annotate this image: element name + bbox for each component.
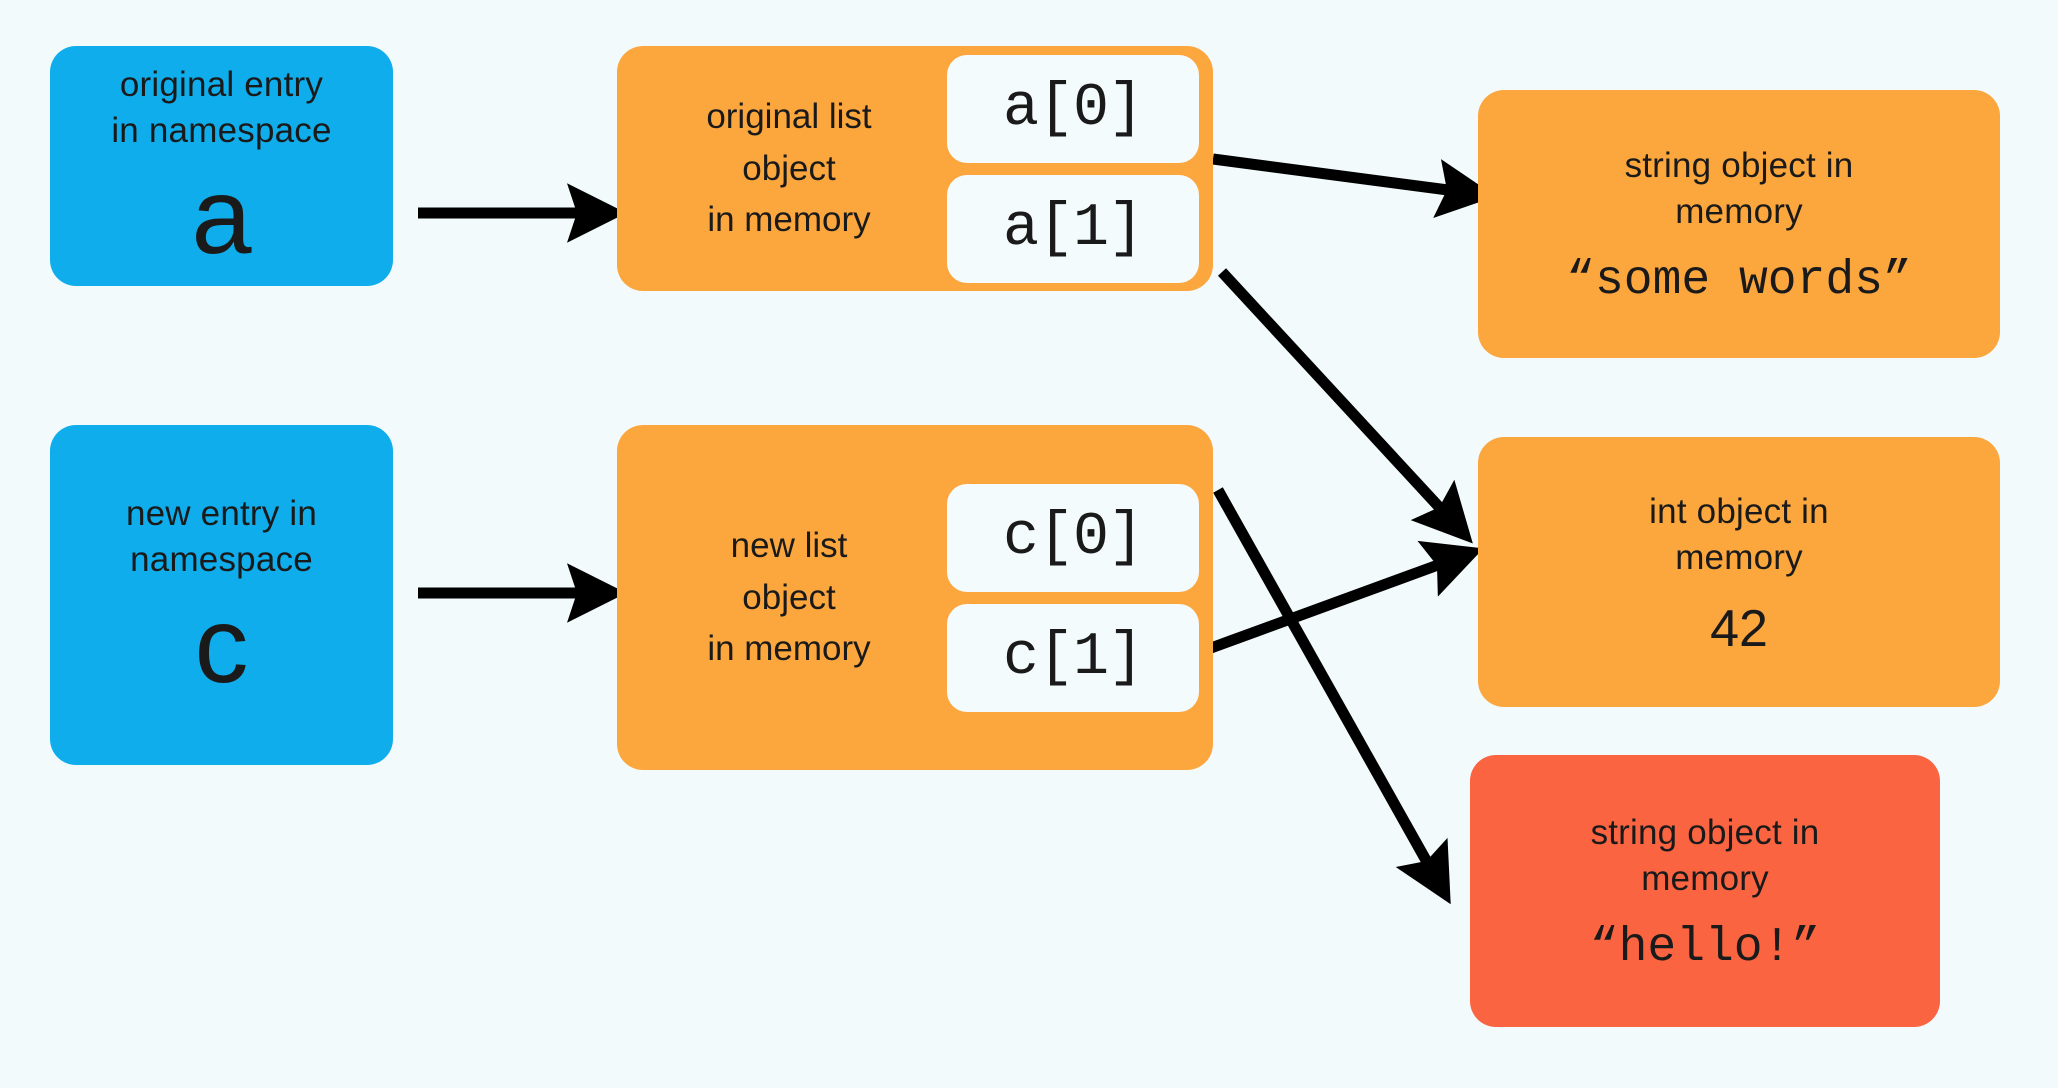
string-object-some-words-caption: string object in memory (1624, 145, 1854, 231)
original-list-object-label: original list object in memory (706, 96, 872, 240)
int-object-42[interactable]: int object in memory 42 (1478, 437, 2000, 707)
namespace-entry-c-variable: c (194, 584, 249, 706)
new-list-object-label: new list object in memory (707, 525, 871, 669)
int-object-42-caption: int object in memory (1649, 491, 1829, 577)
int-object-42-value: 42 (1710, 600, 1768, 659)
string-object-hello-caption: string object in memory (1590, 812, 1820, 898)
namespace-entry-a[interactable]: original entry in namespace a (50, 46, 393, 286)
arrow-c0-to-string-hello (1213, 487, 1451, 905)
original-list-object-slots: a[0] a[1] (947, 54, 1213, 283)
slot-c1[interactable]: c[1] (947, 603, 1199, 712)
namespace-entry-a-caption: original entry in namespace (111, 64, 332, 150)
slot-a1[interactable]: a[1] (947, 174, 1199, 283)
namespace-entry-c-caption: new entry in namespace (125, 493, 318, 579)
original-list-object[interactable]: original list object in memory a[0] a[1] (617, 46, 1213, 291)
new-list-object-slots: c[0] c[1] (947, 483, 1213, 712)
arrow-a1-to-int-42 (1217, 268, 1473, 544)
namespace-entry-a-variable: a (191, 155, 252, 277)
string-object-hello-value: “hello!” (1589, 921, 1821, 976)
arrow-c1-to-int-42 (1209, 540, 1484, 654)
slot-c0[interactable]: c[0] (947, 483, 1199, 592)
new-list-object[interactable]: new list object in memory c[0] c[1] (617, 425, 1213, 770)
string-object-some-words[interactable]: string object in memory “some words” (1478, 90, 2000, 358)
namespace-entry-c[interactable]: new entry in namespace c (50, 425, 393, 765)
string-object-hello[interactable]: string object in memory “hello!” (1470, 755, 1940, 1027)
string-object-some-words-value: “some words” (1566, 254, 1912, 309)
arrow-a0-to-string-some-words (1212, 153, 1496, 219)
slot-a0[interactable]: a[0] (947, 54, 1199, 163)
